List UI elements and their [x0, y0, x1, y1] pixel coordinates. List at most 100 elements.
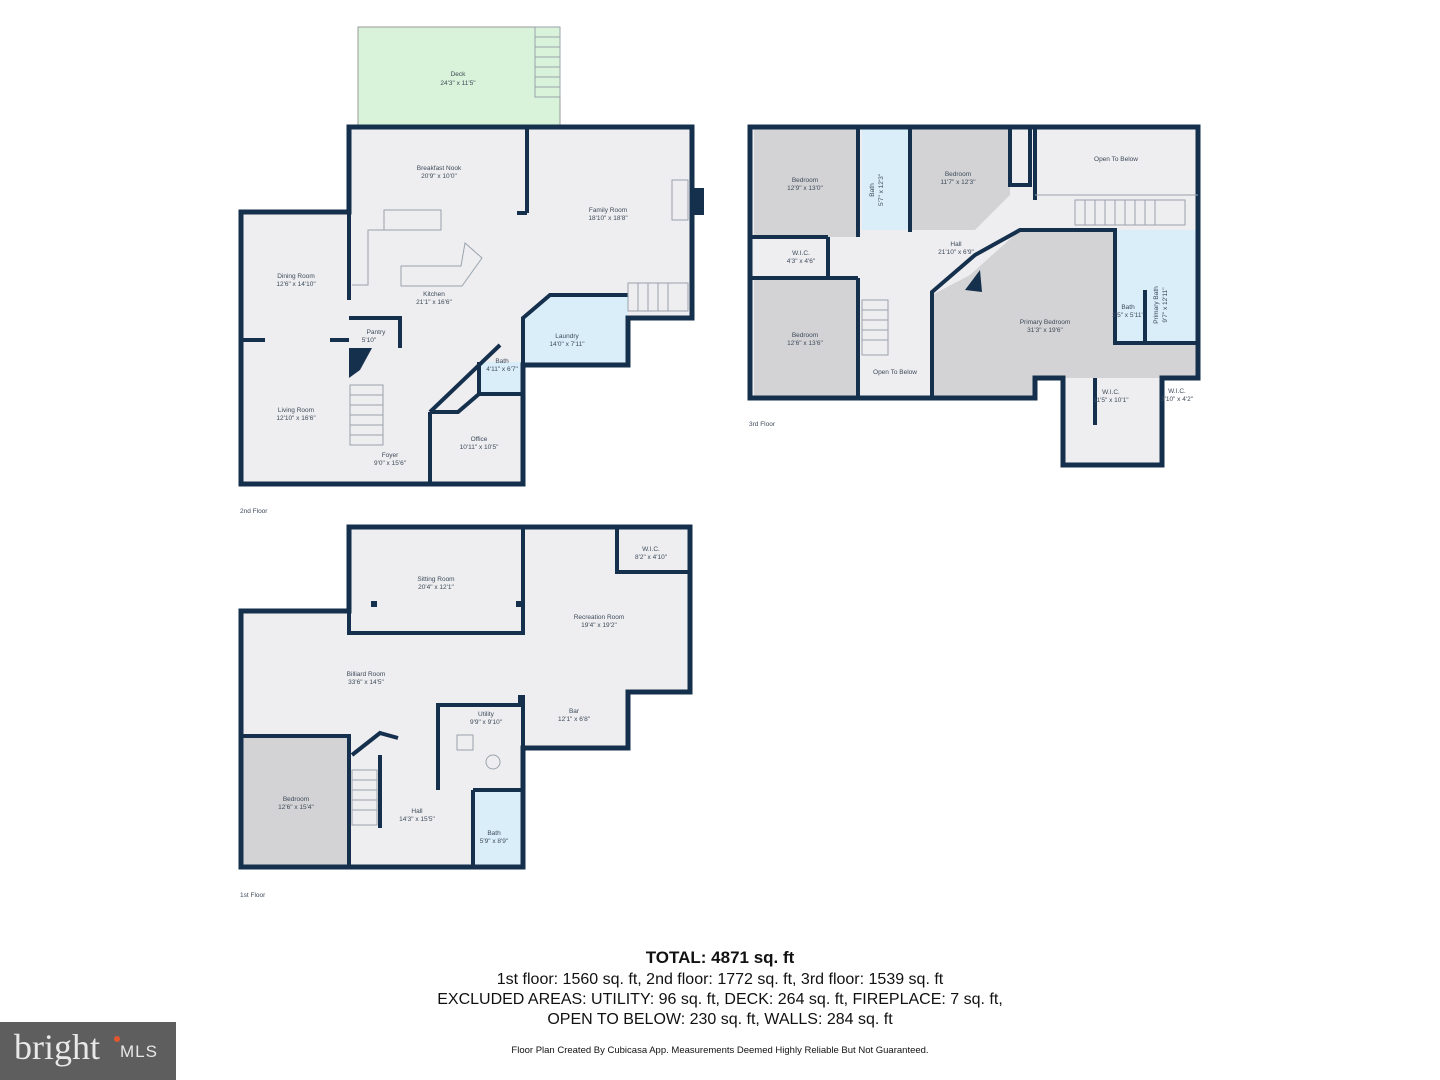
room-name: Sitting Room — [417, 576, 454, 583]
room-name: W.I.C. — [1168, 388, 1186, 395]
room-name: W.I.C. — [1102, 389, 1120, 396]
total-area: TOTAL: 4871 sq. ft — [645, 948, 795, 967]
room-name: Office — [471, 436, 488, 443]
room-name: Dining Room — [277, 273, 315, 280]
room-dims: 12'6" x 15'4" — [278, 804, 314, 811]
excluded-areas: EXCLUDED AREAS: UTILITY: 96 sq. ft, DECK… — [437, 991, 1003, 1008]
room-name: W.I.C. — [792, 250, 810, 257]
room-dims: 12'6" x 14'10" — [276, 281, 316, 288]
room-name: Kitchen — [423, 291, 445, 298]
room-dims: 11'5" x 10'1" — [1093, 397, 1129, 404]
first-floor-labels: Sitting Room 20'4" x 12'1" W.I.C. 8'2" x… — [240, 546, 668, 899]
room-dims: 12'9" x 13'0" — [787, 185, 823, 192]
third-floor-plan — [747, 124, 1201, 468]
first-floor-plan — [238, 524, 693, 870]
credit-note: Floor Plan Created By Cubicasa App. Meas… — [511, 1045, 929, 1056]
stairs-icon — [349, 282, 689, 446]
room-dims: 12'6" x 13'6" — [787, 340, 823, 347]
room-name: Deck — [451, 71, 467, 78]
room-name: Open To Below — [1094, 156, 1138, 163]
room-name: Bath — [869, 183, 876, 197]
bath-area — [473, 790, 523, 865]
bright-mls-logo: bright MLS — [0, 1022, 176, 1080]
room-dims: 5'10" — [362, 337, 377, 344]
room-name: Primary Bath — [1153, 286, 1160, 324]
room-name: Bath — [495, 358, 509, 365]
bath-area — [479, 362, 523, 394]
room-name: Laundry — [555, 333, 579, 340]
room-dims: 10'11" x 10'5" — [460, 444, 499, 451]
second-floor-plan — [238, 26, 704, 487]
room-name: Family Room — [589, 207, 627, 214]
room-dims: 18'10" x 18'8" — [588, 215, 628, 222]
room-dims: 19'4" x 19'2" — [581, 622, 617, 629]
room-name: Living Room — [278, 407, 314, 414]
room-dims: 8'2" x 4'10" — [635, 554, 668, 561]
primary-bath-area — [1115, 230, 1196, 343]
floor-label: 3rd Floor — [749, 421, 776, 428]
bedroom-area — [243, 736, 349, 865]
stairs-icon — [351, 734, 501, 826]
room-dims: 3'10" x 4'2" — [1161, 396, 1194, 403]
room-name: Hall — [950, 241, 962, 248]
room-name: Bedroom — [792, 177, 818, 184]
room-dims: 11'7" x 12'3" — [940, 179, 976, 186]
room-dims: 12'1" x 6'8" — [558, 716, 591, 723]
primary-bedroom-area — [932, 230, 1196, 396]
room-name: W.I.C. — [642, 546, 660, 553]
room-dims: 9'0" x 15'6" — [374, 460, 407, 467]
room-dims: 4'11" x 6'7" — [486, 366, 518, 373]
room-dims: 5'7" x 12'3" — [878, 173, 885, 206]
room-name: Breakfast Nook — [417, 165, 462, 172]
excluded-areas-continued: OPEN TO BELOW: 230 sq. ft, WALLS: 284 sq… — [547, 1011, 893, 1028]
room-name: Foyer — [382, 452, 399, 459]
room-name: Bath — [1121, 304, 1135, 311]
room-name: Open To Below — [873, 369, 917, 376]
room-name: Billiard Room — [347, 671, 386, 678]
room-dims: 33'6" x 14'5" — [348, 679, 384, 686]
room-dims: 4'3" x 4'6" — [787, 258, 816, 265]
floor-areas: 1st floor: 1560 sq. ft, 2nd floor: 1772 … — [496, 971, 944, 988]
logo-suffix: MLS — [120, 1042, 158, 1061]
room-dims: 14'3" x 15'5" — [399, 816, 435, 823]
deck-stairs-icon — [534, 26, 561, 98]
room-name: Bedroom — [792, 332, 818, 339]
second-floor-labels: Deck 24'3" x 11'5" Breakfast Nook 20'9" … — [240, 71, 628, 515]
room-dims: 12'10" x 16'6" — [276, 415, 316, 422]
room-dims: 20'4" x 12'1" — [418, 584, 454, 591]
room-name: Hall — [411, 808, 423, 815]
bedroom-3-area — [754, 280, 858, 396]
third-floor-labels: Bedroom 12'9" x 13'0" Bath 5'7" x 12'3" … — [749, 156, 1194, 428]
bath-3-area — [862, 129, 908, 230]
kitchen-counters — [352, 209, 483, 287]
bedroom-2-area — [912, 129, 1010, 230]
fireplace — [692, 188, 704, 215]
room-name: Primary Bedroom — [1020, 319, 1071, 326]
room-dims: 9'9" x 9'10" — [470, 719, 503, 726]
room-dims: 9'7" x 12'11" — [1162, 287, 1169, 323]
laundry-area — [523, 295, 628, 365]
room-name: Pantry — [367, 329, 387, 336]
room-name: Utility — [478, 711, 495, 718]
room-dims: 31'3" x 19'6" — [1027, 327, 1063, 334]
logo-text: bright — [14, 1027, 100, 1067]
stairs-icon — [861, 199, 1186, 356]
room-name: Recreation Room — [574, 614, 625, 621]
floor-label: 1st Floor — [240, 892, 266, 899]
floor-label: 2nd Floor — [240, 508, 268, 515]
room-dims: 21'10" x 6'9" — [938, 249, 974, 256]
room-dims: 21'1" x 16'6" — [416, 299, 452, 306]
room-dims: 24'3" x 11'5" — [440, 80, 476, 87]
logo-spark-icon — [114, 1036, 120, 1042]
room-dims: 14'0" x 7'11" — [549, 341, 585, 348]
room-name: Bar — [569, 708, 580, 715]
room-dims: 20'9" x 10'0" — [421, 173, 457, 180]
room-name: Bath — [487, 830, 501, 837]
room-name: Bedroom — [945, 171, 971, 178]
bedroom-1-area — [754, 129, 858, 237]
room-dims: 2'5" x 5'11" — [1112, 312, 1144, 319]
deck — [357, 26, 561, 128]
room-dims: 5'9" x 8'9" — [480, 838, 509, 845]
room-name: Bedroom — [283, 796, 309, 803]
